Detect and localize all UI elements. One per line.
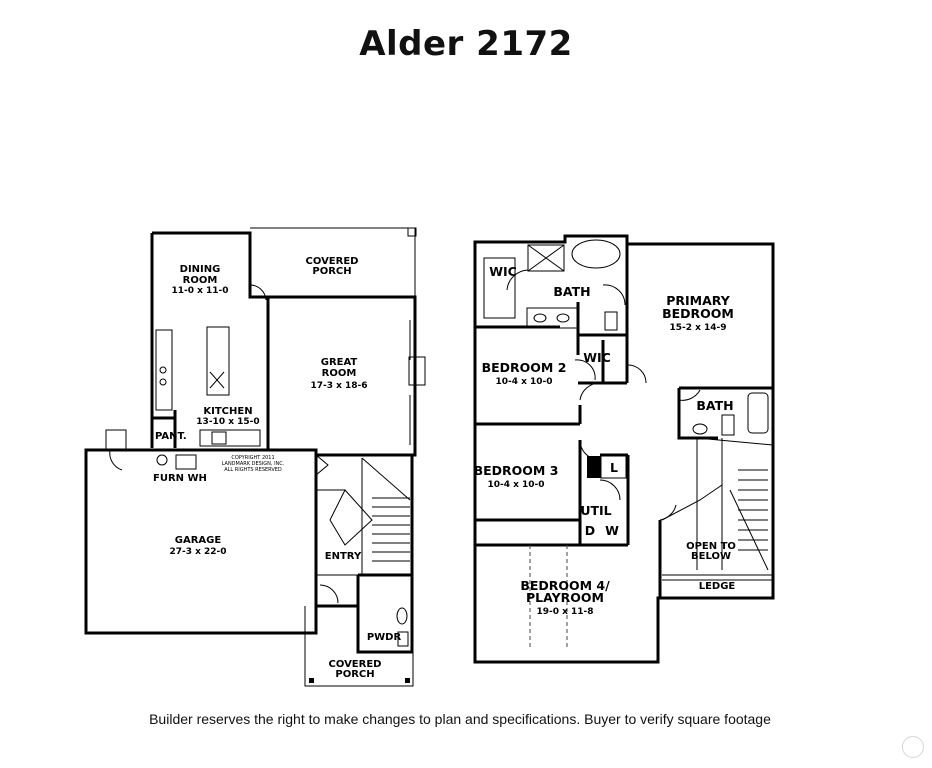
primary-bedroom-label: PRIMARY [666,293,730,308]
furnace-icon [175,454,197,470]
pantry-label: PANT. [155,431,187,442]
main-stairs [329,457,411,575]
washer-label: W [605,523,619,538]
great-room-label: GREAT [321,357,358,368]
fireplace-icon [408,356,426,386]
great-room-dims: 17-3 x 18-6 [310,381,367,391]
bedroom-3-dims: 10-4 x 10-0 [487,480,544,490]
powder-label: PWDR [367,632,402,643]
garage-label: GARAGE [175,535,222,546]
covered-porch-rear-label-2: PORCH [312,266,351,277]
kitchen-dims: 13-10 x 15-0 [196,417,259,427]
dining-room-dims: 11-0 x 11-0 [171,286,228,296]
covered-porch-rear-label: COVERED [306,256,359,267]
wic-2-label: WIC [583,350,611,365]
watermark-icon [902,736,924,758]
primary-bedroom-label-2: BEDROOM [662,306,734,321]
copyright-line-3: ALL RIGHTS RESERVED [224,467,282,473]
disclaimer-text: Builder reserves the right to make chang… [149,711,771,727]
kitchen-island [206,326,230,396]
covered-porch-front-label-2: PORCH [335,669,374,680]
main-floor-plan [84,227,426,687]
kitchen-label: KITCHEN [203,406,252,417]
kitchen-counter [155,329,173,411]
dining-room-label: DINING [180,264,221,275]
ledge-label: LEDGE [699,581,736,592]
dryer-label: D [585,523,595,538]
open-to-below-label: OPEN TO [686,541,736,552]
bedroom-4-dims: 19-0 x 11-8 [536,607,593,617]
util-label: UTIL [580,503,611,518]
upper-stairs [661,437,774,581]
water-heater-icon [156,454,168,466]
covered-porch-front-label: COVERED [329,659,382,670]
great-room-label-2: ROOM [322,368,357,379]
plan-title: Alder 2172 [359,24,573,64]
bedroom-2-dims: 10-4 x 10-0 [495,377,552,387]
open-to-below-label-2: BELOW [691,551,731,562]
primary-bedroom-dims: 15-2 x 14-9 [669,323,726,333]
bath-1-label: BATH [553,284,590,299]
upper-floor-plan [473,234,775,664]
bedroom-2-label: BEDROOM 2 [482,360,567,375]
bath-2-label: BATH [696,398,733,413]
garage-dims: 27-3 x 22-0 [169,547,226,557]
linen-label: L [610,460,618,475]
bedroom-4-label: BEDROOM 4/ [520,578,610,593]
furn-wh-label: FURN WH [153,473,207,484]
bedroom-3-label: BEDROOM 3 [474,463,559,478]
bedroom-4-label-2: PLAYROOM [526,590,604,605]
entry-label: ENTRY [325,551,362,562]
copyright-line-1: COPYRIGHT 2011 [231,455,274,461]
wic-1-label: WIC [489,264,517,279]
dining-room-label-2: ROOM [183,275,218,286]
copyright-line-2: LANDMARK DESIGN, INC. [222,461,285,467]
